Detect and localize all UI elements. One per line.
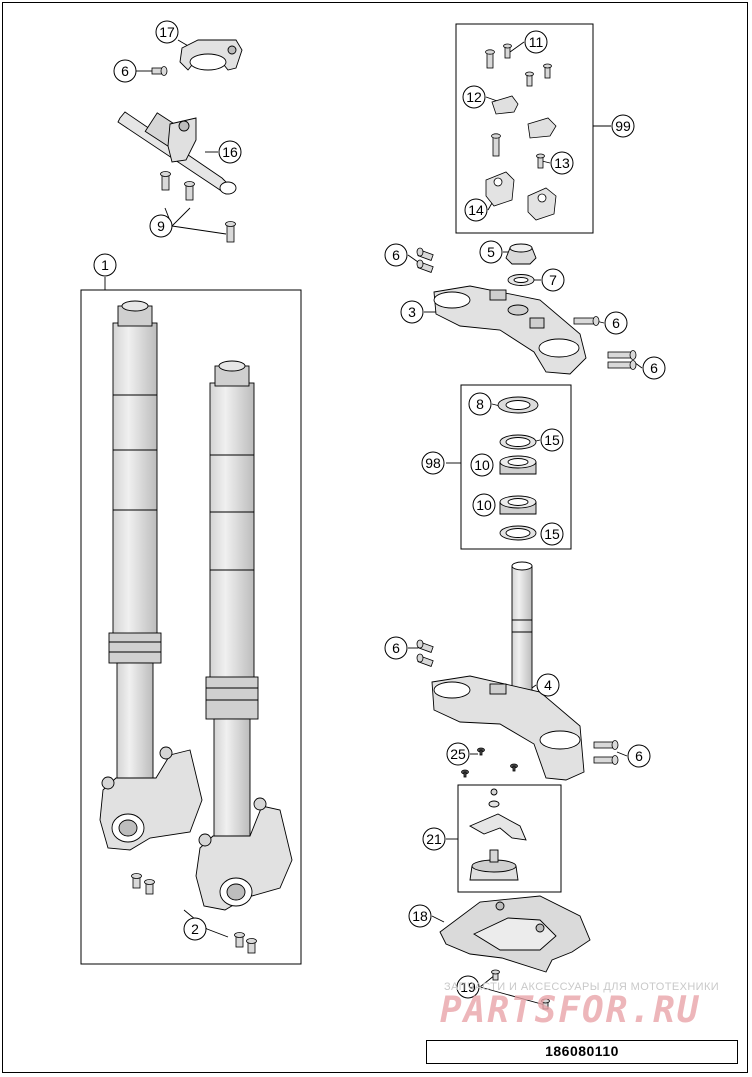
callout-17-label: 17 xyxy=(159,24,175,40)
fork-leg-right xyxy=(195,360,293,911)
callout-12: 12 xyxy=(462,85,486,109)
callout-9-label: 9 xyxy=(157,218,165,234)
callout-6b: 6 xyxy=(384,243,408,267)
callout-6a: 6 xyxy=(113,59,137,83)
callout-17: 17 xyxy=(155,20,179,44)
callout-1: 1 xyxy=(93,253,117,277)
callout-13: 13 xyxy=(550,151,574,175)
drawing-number-box: 186080110 xyxy=(426,1040,738,1064)
clamp-set-frame xyxy=(455,23,594,234)
damper-bracket xyxy=(179,39,243,71)
callout-18-label: 18 xyxy=(412,908,428,924)
callout-98: 98 xyxy=(421,451,445,475)
callout-16: 16 xyxy=(218,140,242,164)
callout-25: 25 xyxy=(446,742,470,766)
callout-11: 11 xyxy=(524,30,548,54)
callout-1-label: 1 xyxy=(101,257,109,273)
callout-16-label: 16 xyxy=(222,144,238,160)
watermark-logo: PARTSFOR.RU xyxy=(440,990,701,1031)
callout-7-label: 7 xyxy=(549,272,557,288)
steering-nut xyxy=(505,243,537,265)
watermark-caption: ЗАПЧАСТИ И АКСЕССУАРЫ ДЛЯ МОТОТЕХНИКИ xyxy=(444,981,720,993)
callout-19: 19 xyxy=(456,975,480,999)
callout-8: 8 xyxy=(468,392,492,416)
callout-6a-label: 6 xyxy=(121,63,129,79)
callout-6f-label: 6 xyxy=(635,748,643,764)
callout-19-label: 19 xyxy=(460,979,476,995)
callout-4-label: 4 xyxy=(544,677,552,693)
clamp-set-parts xyxy=(485,43,557,221)
callout-10a: 10 xyxy=(470,453,494,477)
bolts-6-left-lower xyxy=(416,639,434,667)
callout-6c: 6 xyxy=(604,311,628,335)
callout-11-label: 11 xyxy=(529,34,544,50)
callouts: 17 6 16 9 1 2 11 12 99 13 14 6 5 7 3 6 6… xyxy=(93,20,666,999)
callout-6c-label: 6 xyxy=(612,315,620,331)
bolt-6-right xyxy=(573,316,600,326)
callout-3-label: 3 xyxy=(408,304,416,320)
steering-damper xyxy=(117,111,237,195)
steering-stem xyxy=(511,561,533,691)
screws-25 xyxy=(461,747,518,778)
callout-5-label: 5 xyxy=(487,244,495,260)
steering-lock-parts xyxy=(468,788,527,881)
callout-15a-label: 15 xyxy=(544,432,560,448)
callout-15a: 15 xyxy=(540,428,564,452)
callout-21: 21 xyxy=(422,827,446,851)
drawing-number: 186080110 xyxy=(545,1043,619,1059)
lower-triple-clamp xyxy=(431,675,585,781)
callout-14: 14 xyxy=(464,198,488,222)
callout-6e-label: 6 xyxy=(392,640,400,656)
callout-8-label: 8 xyxy=(476,396,484,412)
callout-2-label: 2 xyxy=(191,921,199,937)
bolts-6-right-lower xyxy=(593,740,619,765)
bolt-6-top xyxy=(151,66,168,76)
callout-6f: 6 xyxy=(627,744,651,768)
bolts-6-left-upper xyxy=(416,247,434,273)
callout-21-label: 21 xyxy=(426,831,442,847)
bearing-set-frame xyxy=(460,384,572,550)
callout-3: 3 xyxy=(400,300,424,324)
callout-12-label: 12 xyxy=(466,89,482,105)
fork-leg-left xyxy=(99,300,203,851)
callout-15b: 15 xyxy=(540,522,564,546)
bolts-9 xyxy=(160,171,236,243)
callout-10b-label: 10 xyxy=(476,497,492,513)
callout-7: 7 xyxy=(541,268,565,292)
disc-guard xyxy=(439,895,591,973)
axle-clamp-screws xyxy=(131,873,257,954)
callout-98-label: 98 xyxy=(425,455,441,471)
callout-9: 9 xyxy=(149,214,173,238)
callout-99: 99 xyxy=(611,114,635,138)
bearing-set-parts xyxy=(497,396,539,541)
callout-6e: 6 xyxy=(384,636,408,660)
washer-7 xyxy=(507,274,535,286)
callout-6d: 6 xyxy=(642,356,666,380)
callout-10b: 10 xyxy=(472,493,496,517)
bolts-6-right-pair xyxy=(607,350,637,370)
callout-10a-label: 10 xyxy=(474,457,490,473)
screws-19 xyxy=(491,969,550,1010)
callout-25-label: 25 xyxy=(450,746,466,762)
callout-18: 18 xyxy=(408,904,432,928)
callout-4: 4 xyxy=(536,673,560,697)
callout-5: 5 xyxy=(479,240,503,264)
callout-6d-label: 6 xyxy=(650,360,658,376)
callout-2: 2 xyxy=(183,917,207,941)
callout-15b-label: 15 xyxy=(544,526,560,542)
steering-lock-frame xyxy=(457,784,562,893)
callout-99-label: 99 xyxy=(615,118,631,134)
callout-13-label: 13 xyxy=(554,155,570,171)
fork-assembly-frame xyxy=(80,289,302,965)
upper-triple-clamp xyxy=(433,285,587,375)
callout-6b-label: 6 xyxy=(392,247,400,263)
callout-14-label: 14 xyxy=(468,202,484,218)
